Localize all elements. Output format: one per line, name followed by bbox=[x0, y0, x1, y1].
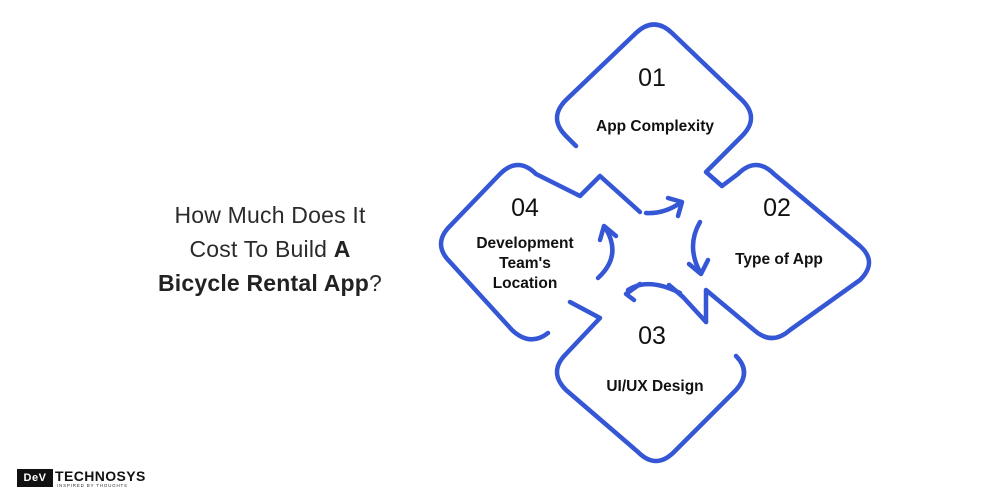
company-logo: DeV TECHNOSYS INSPIRED BY THOUGHTS bbox=[17, 468, 145, 488]
title-line-3: Bicycle Rental App? bbox=[110, 266, 430, 300]
node-01-number: 01 bbox=[638, 64, 666, 92]
logo-tagline: INSPIRED BY THOUGHTS bbox=[57, 483, 128, 488]
node-04-shape bbox=[438, 162, 643, 342]
arrow-01-to-02 bbox=[690, 219, 703, 275]
node-02-label: Type of App bbox=[735, 251, 823, 268]
node-02-shape bbox=[703, 162, 872, 341]
node-04-label-line-1: Development bbox=[476, 235, 574, 252]
node-04-label-line-2: Team's bbox=[499, 255, 551, 272]
title-line-2-bold: A bbox=[333, 236, 351, 262]
node-01-shape bbox=[554, 22, 754, 189]
node-04-label: Development Team's Location bbox=[450, 234, 600, 294]
logo-mark: DeV bbox=[17, 469, 53, 487]
node-03-shape bbox=[554, 282, 747, 464]
node-04-label-line-3: Location bbox=[492, 275, 558, 292]
arrow-04-to-01 bbox=[643, 200, 683, 216]
node-04-number: 04 bbox=[511, 194, 539, 222]
arrow-02-to-03-head bbox=[623, 281, 643, 303]
arrow-04-to-01-head bbox=[665, 195, 685, 219]
arrow-01-to-02-head bbox=[686, 257, 711, 277]
title-line-1: How Much Does It bbox=[174, 202, 366, 228]
title-line-2: Cost To Build A bbox=[110, 232, 430, 266]
page-title: How Much Does It Cost To Build A Bicycle… bbox=[110, 198, 430, 300]
node-01-label: App Complexity bbox=[596, 118, 714, 135]
node-03-number: 03 bbox=[638, 322, 666, 350]
node-03-label: UI/UX Design bbox=[606, 378, 704, 395]
title-line-2-text: Cost To Build bbox=[189, 236, 334, 262]
logo-wordmark: TECHNOSYS bbox=[55, 468, 146, 484]
arrow-03-to-04-head bbox=[597, 223, 619, 243]
title-question-mark: ? bbox=[369, 270, 383, 296]
node-02-number: 02 bbox=[763, 194, 791, 222]
arrow-03-to-04 bbox=[595, 226, 615, 281]
title-app-name: Bicycle Rental App bbox=[157, 270, 370, 296]
